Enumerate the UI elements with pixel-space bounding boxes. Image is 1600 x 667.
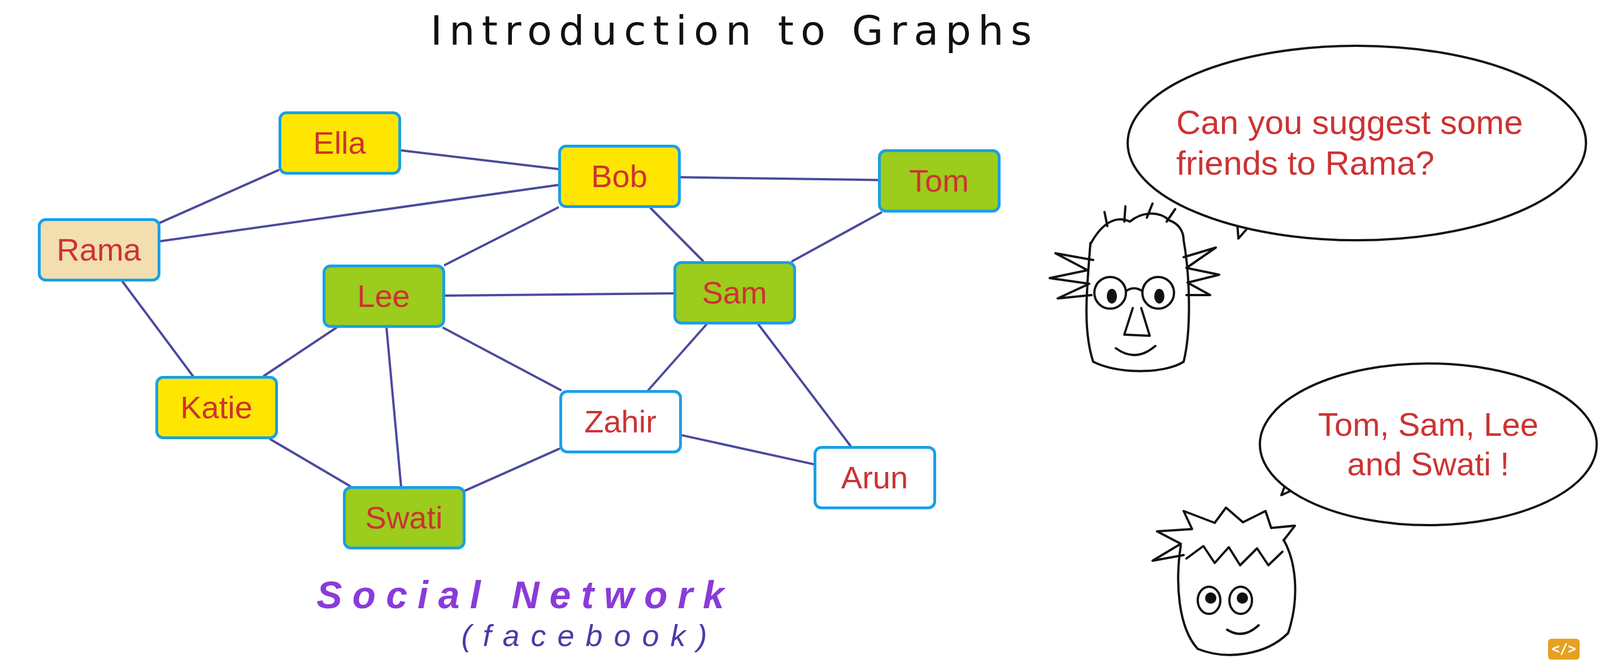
friend-link — [650, 207, 703, 262]
text-group: Sam — [701, 274, 767, 311]
bubble-outline — [1126, 44, 1588, 242]
caption: Social Network — [316, 573, 735, 616]
subcaption: (facebook) — [461, 618, 719, 652]
text-group: Tom — [909, 162, 969, 199]
text-group: Can you suggest some friends to Rama? — [1176, 102, 1538, 184]
friend-link — [465, 448, 560, 491]
friend-link — [445, 293, 674, 296]
person-name: Tom — [909, 162, 969, 199]
person-name: Lee — [357, 277, 410, 315]
text-group: Rama — [56, 231, 141, 268]
friend-link — [160, 184, 559, 241]
person-box: Lee — [322, 264, 446, 328]
hair — [1183, 247, 1220, 295]
friend-link — [681, 435, 814, 464]
nose — [1124, 307, 1150, 336]
text-group: Swati — [365, 499, 443, 536]
person-name: Sam — [701, 274, 767, 311]
bubble-text: Tom, Sam, Lee and Swati ! — [1309, 404, 1547, 484]
glasses — [1125, 288, 1143, 291]
person-box: Tom — [877, 149, 1001, 213]
bubble-outline — [1258, 362, 1598, 526]
text-group: Lee — [357, 277, 410, 315]
eye — [1107, 289, 1116, 303]
text-group: Bob — [590, 158, 648, 195]
friend-link — [122, 281, 194, 376]
mouth — [1115, 345, 1156, 355]
person-box: Ella — [278, 111, 402, 175]
text-group: Katie — [180, 389, 253, 426]
eye — [1229, 586, 1252, 614]
friend-link — [443, 327, 562, 390]
eye — [1237, 593, 1247, 603]
friend-link — [758, 324, 851, 446]
person-box: Swati — [342, 485, 466, 550]
person-name: Katie — [180, 389, 253, 426]
friend-link — [792, 212, 881, 262]
text-group: Tom, Sam, Lee and Swati ! — [1309, 404, 1547, 484]
friend-link — [270, 438, 350, 486]
bubble-outline — [1127, 45, 1586, 241]
bubble-outline — [1259, 363, 1597, 525]
person-box: Katie — [155, 375, 278, 439]
diagram-title: Introduction to Graphs — [430, 8, 1039, 54]
eye — [1206, 593, 1216, 603]
speech-bubble: Tom, Sam, Lee and Swati ! — [1258, 362, 1598, 526]
person-box: Sam — [673, 261, 797, 325]
person-box: Bob — [558, 144, 681, 208]
friend-link — [680, 177, 878, 181]
glasses — [1142, 276, 1175, 309]
person-name: Rama — [56, 231, 141, 268]
friend-link — [648, 324, 707, 390]
face-outline — [1177, 539, 1295, 655]
face-outline — [1086, 240, 1189, 372]
glasses — [1094, 276, 1126, 309]
person-box: Rama — [37, 218, 161, 282]
text-group: Arun — [841, 459, 908, 496]
person-name: Ella — [312, 124, 366, 162]
eye — [1155, 289, 1164, 303]
person-name: Bob — [590, 158, 648, 195]
person-name: Swati — [365, 499, 443, 536]
friend-link — [445, 207, 559, 265]
friend-link — [160, 170, 279, 223]
speech-bubble: Can you suggest some friends to Rama? — [1126, 44, 1588, 242]
person-name: Arun — [841, 459, 908, 496]
person-box: Arun — [813, 445, 937, 510]
mouth — [1227, 624, 1259, 634]
person-name: Zahir — [584, 403, 657, 440]
hair — [1049, 253, 1094, 299]
hair — [1186, 545, 1283, 565]
text-group: Ella — [312, 124, 366, 162]
text-group: Zahir — [584, 403, 657, 440]
logo-mark: </> — [1548, 638, 1580, 660]
hair — [1104, 203, 1176, 226]
friend-link — [386, 327, 402, 486]
person-box: Zahir — [559, 389, 682, 454]
eye — [1197, 586, 1221, 614]
bubble-text: Can you suggest some friends to Rama? — [1176, 102, 1538, 184]
friend-link — [401, 150, 559, 169]
friend-link — [263, 327, 337, 376]
